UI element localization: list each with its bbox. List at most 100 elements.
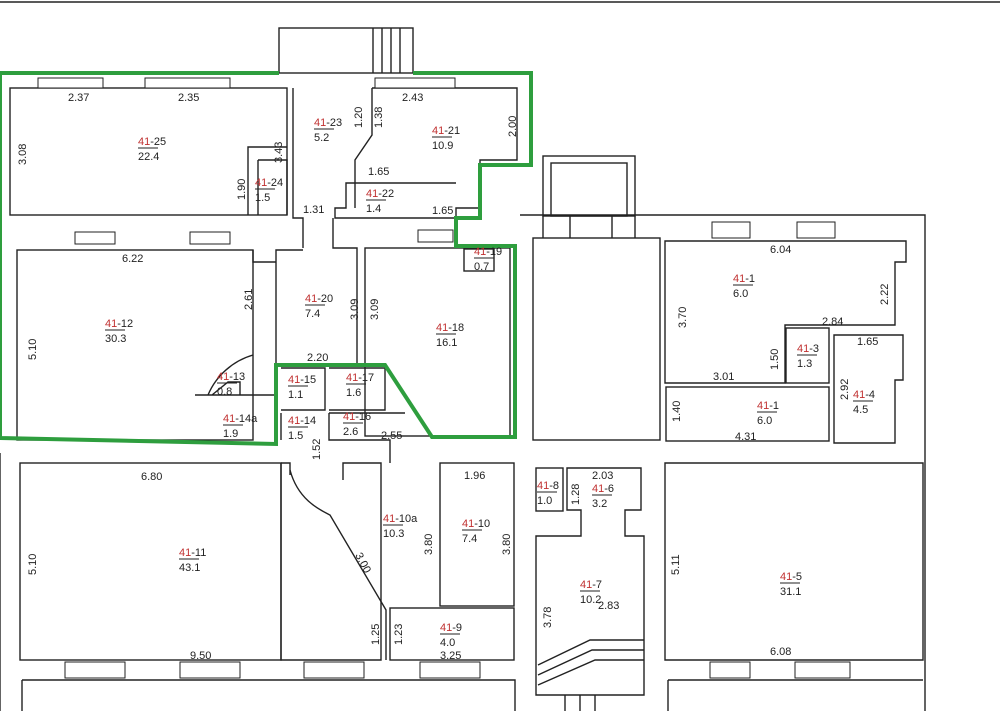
dimension-label: 1.25 — [370, 624, 382, 645]
room-id: 41-11 — [179, 547, 206, 559]
dimension-label: 1.38 — [373, 107, 385, 128]
room-area: 1.1 — [288, 389, 303, 401]
room-labels: 41-25 22.4 41-235.2 41-21 10.9 41-241.5 41-221… — [105, 117, 875, 649]
dimension-label: 3.09 — [369, 299, 381, 320]
dimension-label: 2.84 — [822, 316, 843, 328]
room-area: 22.4 — [138, 151, 159, 163]
dimension-label: 2.55 — [381, 430, 402, 442]
room-area: 1.4 — [366, 203, 381, 215]
room-area: 3.2 — [592, 498, 607, 510]
room-area: 10.3 — [383, 528, 404, 540]
room-label: 41-9 4.0 — [440, 622, 462, 649]
room-label: 41-107.4 — [462, 518, 490, 545]
room-area: 16.1 — [436, 337, 457, 349]
room-id: 41-14a — [223, 413, 258, 425]
room-label: 41-18 16.1 — [436, 322, 464, 349]
room-id: 41-9 — [440, 622, 462, 634]
dimension-label: 2.43 — [402, 92, 423, 104]
room-id: 41-4 — [853, 389, 875, 401]
room-area: 0.7 — [474, 261, 489, 273]
room-id: 41-7 — [580, 579, 602, 591]
dimension-label: 2.92 — [839, 379, 851, 400]
highlighted-unit-boundary — [0, 71, 533, 447]
room-area: 6.0 — [757, 415, 772, 427]
dimension-label: 6.22 — [122, 253, 143, 265]
room-label: 41-207.4 — [305, 293, 333, 320]
room-label: 41-15 1.1 — [288, 374, 316, 401]
room-id: 41-21 — [432, 125, 460, 137]
room-area: 2.6 — [343, 426, 358, 438]
room-area: 7.4 — [305, 308, 320, 320]
dimension-label: 1.65 — [432, 205, 453, 217]
dimension-label: 9.50 — [190, 650, 211, 662]
room-id: 41-1 — [733, 273, 755, 285]
room-label: 41-17 1.6 — [346, 372, 374, 399]
dimension-label: 2.61 — [243, 289, 255, 310]
dimension-label: 3.00 — [352, 551, 373, 576]
dimension-label: 2.03 — [592, 470, 613, 482]
room-label: 41-19 0.7 — [474, 246, 502, 273]
dimension-label: 5.10 — [27, 554, 39, 575]
dimension-label: 1.65 — [368, 166, 389, 178]
room-id: 41-12 — [105, 318, 133, 330]
dimension-label: 4.31 — [735, 431, 756, 443]
room-area: 10.9 — [432, 140, 453, 152]
room-label: 41-63.2 — [592, 483, 614, 510]
dimension-label: 1.90 — [236, 179, 248, 200]
room-id: 41-25 — [138, 136, 166, 148]
dimension-label: 2.83 — [598, 600, 619, 612]
dimension-label: 1.65 — [857, 336, 878, 348]
room-label: 41-241.5 — [255, 177, 283, 204]
room-area: 1.0 — [537, 495, 552, 507]
room-label: 41-130.8 — [217, 371, 245, 398]
dimension-label: 3.01 — [713, 371, 734, 383]
dimension-label: 5.10 — [27, 339, 39, 360]
dimension-label: 2.00 — [507, 116, 519, 137]
room-area: 10.2 — [580, 594, 601, 606]
dimension-label: 3.25 — [440, 650, 461, 662]
dimension-label: 1.20 — [353, 107, 365, 128]
dimension-label: 3.43 — [273, 142, 285, 163]
dimension-label: 3.09 — [349, 299, 361, 320]
dimension-label: 2.22 — [879, 284, 891, 305]
room-id: 41-8 — [537, 480, 559, 492]
dimension-label: 3.78 — [542, 607, 554, 628]
room-label: 41-8 1.0 — [537, 480, 559, 507]
room-area: 1.6 — [346, 387, 361, 399]
dimension-label: 1.50 — [769, 349, 781, 370]
room-label: 41-221.4 — [366, 188, 394, 215]
room-id: 41-17 — [346, 372, 374, 384]
room-id: 41-24 — [255, 177, 283, 189]
room-area: 4.0 — [440, 637, 455, 649]
dimension-label: 6.08 — [770, 646, 791, 658]
windows — [37, 77, 851, 679]
room-area: 5.2 — [314, 132, 329, 144]
room-area: 30.3 — [105, 333, 126, 345]
dimension-label: 6.80 — [141, 471, 162, 483]
room-label: 41-21 10.9 — [432, 125, 460, 152]
dimension-label: 2.37 — [68, 92, 89, 104]
room-id: 41-1 — [757, 400, 779, 412]
room-label: 41-235.2 — [314, 117, 342, 144]
room-label: 41-162.6 — [343, 411, 371, 438]
room-label: 41-16.0 — [733, 273, 755, 300]
dimension-label: 3.80 — [423, 534, 435, 555]
dimension-label: 1.23 — [393, 624, 405, 645]
room-id: 41-18 — [436, 322, 464, 334]
room-area: 31.1 — [780, 586, 801, 598]
room-id: 41-15 — [288, 374, 316, 386]
dimension-label: 1.28 — [570, 484, 582, 505]
room-id: 41-19 — [474, 246, 502, 258]
room-label: 41-531.1 — [780, 571, 802, 598]
room-id: 41-14 — [288, 415, 316, 427]
dimension-label: 3.08 — [17, 144, 29, 165]
room-label: 41-12 30.3 — [105, 318, 133, 345]
room-label: 41-25 22.4 — [138, 136, 166, 163]
room-label: 41-31.3 — [797, 343, 819, 370]
room-label: 41-1 6.0 — [757, 400, 779, 427]
room-area: 4.5 — [853, 404, 868, 416]
dimension-label: 1.96 — [464, 470, 485, 482]
